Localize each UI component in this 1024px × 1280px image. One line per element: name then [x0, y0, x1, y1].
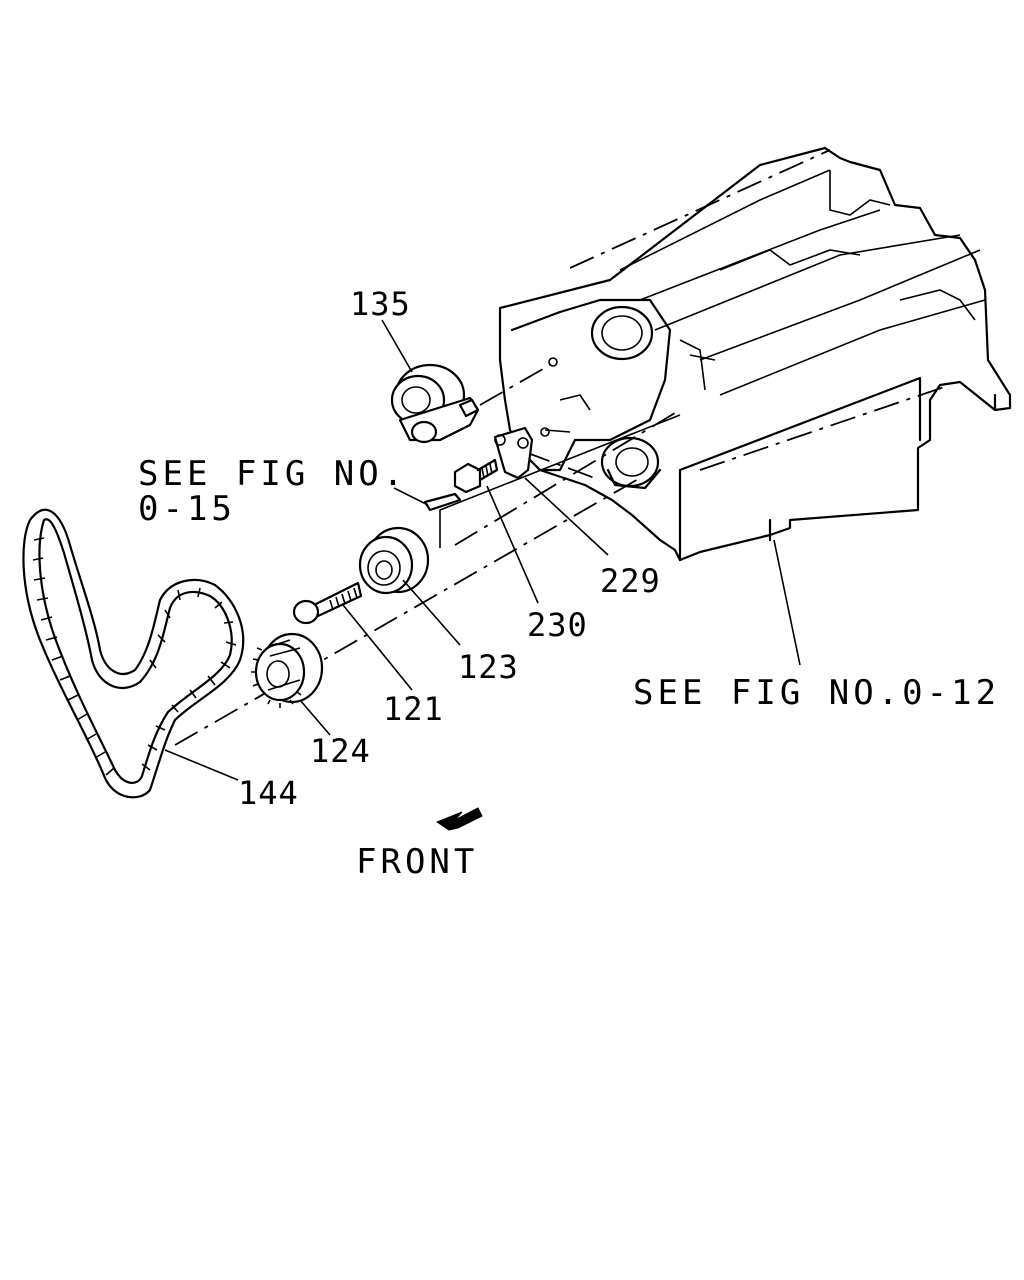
ref-fig-0-15-line2: 0-15 [138, 489, 236, 529]
engine-block [498, 146, 1012, 562]
label-144: 144 [238, 774, 299, 812]
ref-fig-0-12: SEE FIG NO.0-12 [633, 673, 1000, 713]
tensioner-bracket-229 [493, 426, 534, 480]
crank-sprocket-124 [251, 632, 324, 708]
bolt-230 [453, 458, 499, 494]
label-123: 123 [458, 648, 519, 686]
label-124: 124 [310, 732, 371, 770]
label-135: 135 [350, 285, 411, 323]
timing-belt-144 [22, 508, 245, 799]
center-lines [174, 364, 681, 746]
label-230: 230 [527, 606, 588, 644]
label-229: 229 [600, 562, 661, 600]
label-121: 121 [383, 690, 444, 728]
leader-lines [164, 319, 801, 781]
front-arrow-icon [435, 807, 483, 831]
key-pin [423, 492, 462, 512]
tensioner-pulley-135 [390, 363, 480, 444]
ref-fig-0-15-line1: SEE FIG NO. [138, 454, 407, 494]
front-label: FRONT [356, 842, 478, 882]
bolt-121 [292, 581, 363, 625]
idler-pulley-123 [358, 526, 430, 595]
